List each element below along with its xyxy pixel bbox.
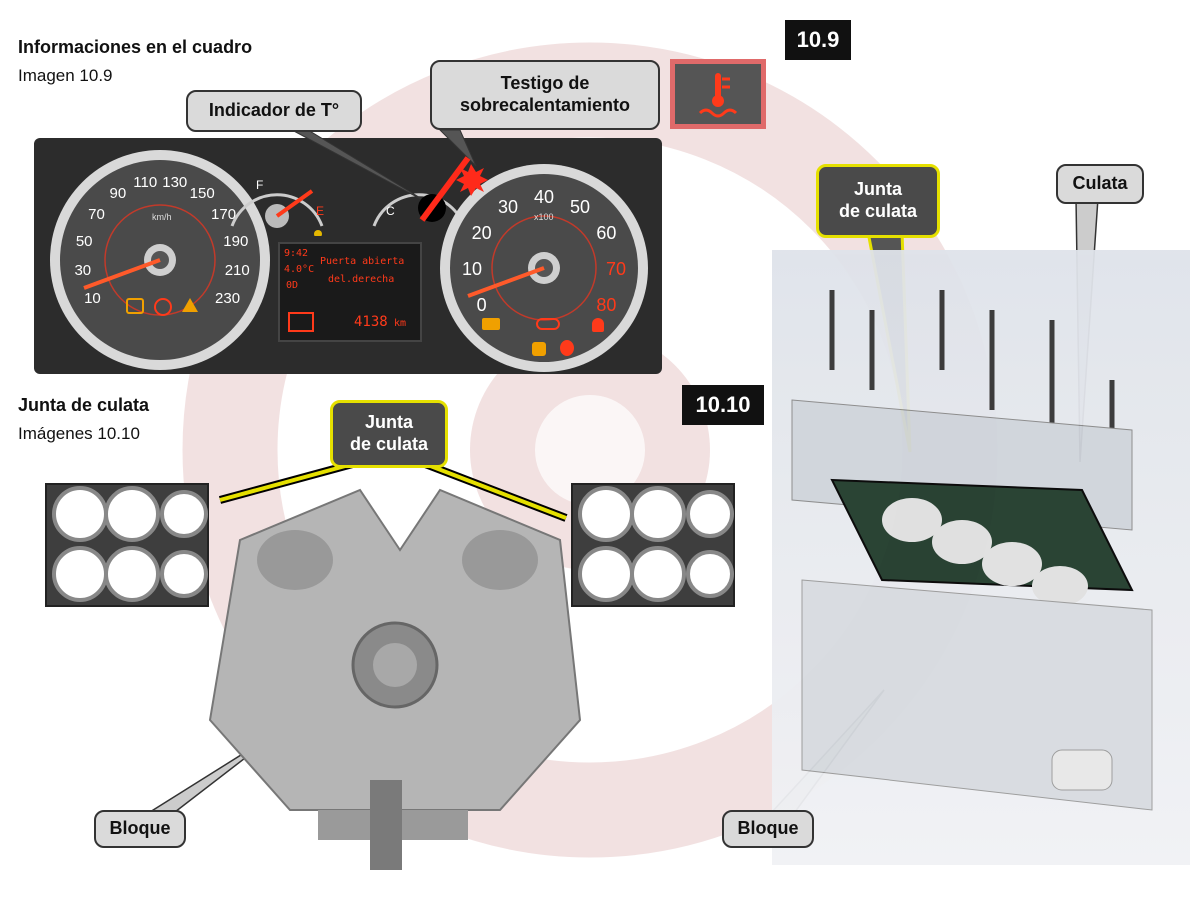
warning-lamp-row-left bbox=[126, 298, 216, 316]
airbag-warning-icon bbox=[560, 340, 574, 356]
section1-subtitle: Imagen 10.9 bbox=[18, 66, 113, 85]
gauge-tick-label: 130 bbox=[162, 174, 188, 192]
brake-warning-icon bbox=[154, 298, 172, 316]
section1-title: Informaciones en el cuadro bbox=[18, 37, 253, 57]
bloque-right-callout: Bloque bbox=[722, 810, 814, 848]
gauge-tick-label: 30 bbox=[74, 262, 92, 280]
display-temperature: 4.0°C bbox=[284, 264, 315, 275]
gauge-tick-label: 110 bbox=[133, 174, 158, 192]
bloque-left-callout: Bloque bbox=[94, 810, 186, 848]
gauge-tick-label: 230 bbox=[215, 290, 241, 307]
temp-label-c: C bbox=[386, 204, 395, 218]
overheat-callout-line1: Testigo de bbox=[500, 73, 590, 94]
gasket-center-line2: de culata bbox=[349, 434, 429, 454]
inline-engine-image bbox=[772, 250, 1190, 865]
battery-warning-icon bbox=[126, 298, 144, 314]
gauge-tick-label: 60 bbox=[596, 223, 617, 243]
overheat-light-callout: Testigo de sobrecalentamiento bbox=[430, 60, 660, 130]
seatbelt-warning-icon bbox=[592, 318, 604, 332]
door-open-icon bbox=[288, 312, 314, 332]
v-engine-block-image bbox=[208, 488, 582, 870]
gauge-tick-label: 190 bbox=[223, 232, 249, 250]
gasket-center-line1: Junta bbox=[364, 412, 413, 433]
gauge-tick-label: 80 bbox=[596, 295, 617, 315]
fuel-label-e: E bbox=[316, 204, 325, 218]
gasket-right-line1: Junta bbox=[853, 179, 902, 200]
warning-lamp-row-right bbox=[482, 318, 612, 362]
display-odometer: 4138 bbox=[354, 314, 388, 330]
gauge-tick-label: 40 bbox=[533, 187, 555, 207]
culata-callout: Culata bbox=[1056, 164, 1144, 204]
section2-subtitle: Imágenes 10.10 bbox=[18, 424, 140, 443]
gauge-tick-label: 0 bbox=[476, 295, 487, 315]
gauge-tick-label: 210 bbox=[224, 262, 250, 280]
gauge-tick-label: 50 bbox=[569, 196, 591, 217]
gauge-tick-label: 10 bbox=[461, 259, 483, 279]
gauge-tick-label: 10 bbox=[84, 290, 101, 307]
figure-tag-10-10: 10.10 bbox=[682, 385, 764, 425]
oil-warning-icon bbox=[536, 318, 560, 330]
gauge-tick-label: 70 bbox=[605, 259, 627, 279]
trip-display: 9:42 4.0°C 0D Puerta abierta del.derecha… bbox=[278, 242, 422, 342]
overheat-callout-line2: sobrecalentamiento bbox=[459, 95, 631, 115]
display-message-line2: del.derecha bbox=[328, 274, 395, 285]
gasket-right-line2: de culata bbox=[838, 201, 918, 221]
speedometer-gauge bbox=[50, 150, 270, 370]
fuel-label-f: F bbox=[256, 178, 264, 192]
gauge-tick-label: 70 bbox=[88, 205, 105, 223]
engine-warning-icon bbox=[482, 318, 500, 330]
display-gear: 0D bbox=[286, 280, 299, 291]
speed-unit: km/h bbox=[152, 212, 172, 222]
display-odometer-unit: km bbox=[394, 318, 407, 329]
figure-tag-10-9: 10.9 bbox=[785, 20, 851, 60]
gasket-center-callout: Junta de culata bbox=[330, 400, 448, 468]
gauge-tick-label: 20 bbox=[471, 223, 492, 243]
section2-title: Junta de culata bbox=[18, 395, 150, 415]
gauge-tick-label: 170 bbox=[211, 205, 237, 223]
display-message-line1: Puerta abierta bbox=[320, 256, 405, 267]
gasket-right-callout: Junta de culata bbox=[816, 164, 940, 238]
fuel-gauge bbox=[230, 189, 324, 236]
hazard-warning-icon bbox=[182, 298, 198, 312]
gauge-tick-label: 50 bbox=[75, 232, 93, 250]
display-time: 9:42 bbox=[284, 248, 309, 259]
traction-warning-icon bbox=[532, 342, 546, 356]
head-gasket-left bbox=[45, 483, 209, 607]
overheat-warning-icon bbox=[670, 59, 766, 129]
gauge-tick-label: 90 bbox=[109, 185, 127, 203]
temp-indicator-callout: Indicador de T° bbox=[186, 90, 362, 132]
gauge-tick-label: 150 bbox=[189, 185, 215, 203]
rpm-unit: x100 bbox=[534, 212, 554, 222]
head-gasket-right bbox=[571, 483, 735, 607]
gauge-tick-label: 30 bbox=[497, 196, 519, 217]
